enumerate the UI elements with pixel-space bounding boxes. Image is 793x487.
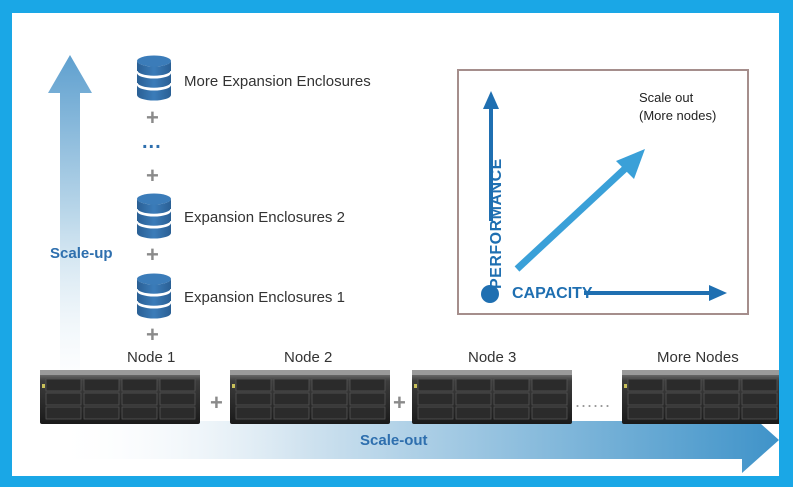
diagram-frame: Scale-up More Expansion Enclosures + ...…	[12, 13, 779, 476]
database-stack-icon	[136, 273, 172, 319]
scale-out-note-line1: Scale out	[639, 90, 694, 105]
plus-sign: +	[146, 242, 159, 267]
plus-sign: +	[146, 322, 159, 347]
scale-out-note: Scale out (More nodes)	[639, 89, 716, 125]
node-1-label: Node 1	[127, 349, 176, 366]
performance-capacity-graph	[481, 91, 727, 303]
rack-server-icon	[412, 370, 572, 424]
node-2-label: Node 2	[284, 349, 333, 366]
plus-sign: +	[210, 390, 223, 415]
rack-server-icon	[622, 370, 779, 424]
performance-axis-label: PERFORMANCE	[488, 158, 505, 289]
scale-out-note-line2: (More nodes)	[639, 108, 717, 123]
more-expansion-enclosures-label: More Expansion Enclosures	[184, 73, 371, 90]
node-ellipsis: ......	[575, 391, 612, 411]
capacity-axis-label: CAPACITY	[512, 285, 593, 302]
scale-out-label: Scale-out	[360, 432, 428, 449]
database-stack-icon	[136, 193, 172, 239]
node-3-label: Node 3	[468, 349, 517, 366]
expansion-enclosures-2-label: Expansion Enclosures 2	[184, 209, 345, 226]
scale-up-label: Scale-up	[50, 245, 113, 262]
ellipsis: ...	[142, 131, 162, 153]
rack-server-icon	[230, 370, 390, 424]
plus-sign: +	[146, 105, 159, 130]
more-nodes-label: More Nodes	[657, 349, 739, 366]
database-stack-icon	[136, 55, 172, 101]
performance-capacity-box: PERFORMANCE CAPACITY Scale out (More nod…	[457, 69, 749, 315]
rack-server-icon	[40, 370, 200, 424]
plus-sign: +	[393, 390, 406, 415]
expansion-enclosures-1-label: Expansion Enclosures 1	[184, 289, 345, 306]
scale-up-arrow	[48, 55, 92, 415]
plus-sign: +	[146, 163, 159, 188]
